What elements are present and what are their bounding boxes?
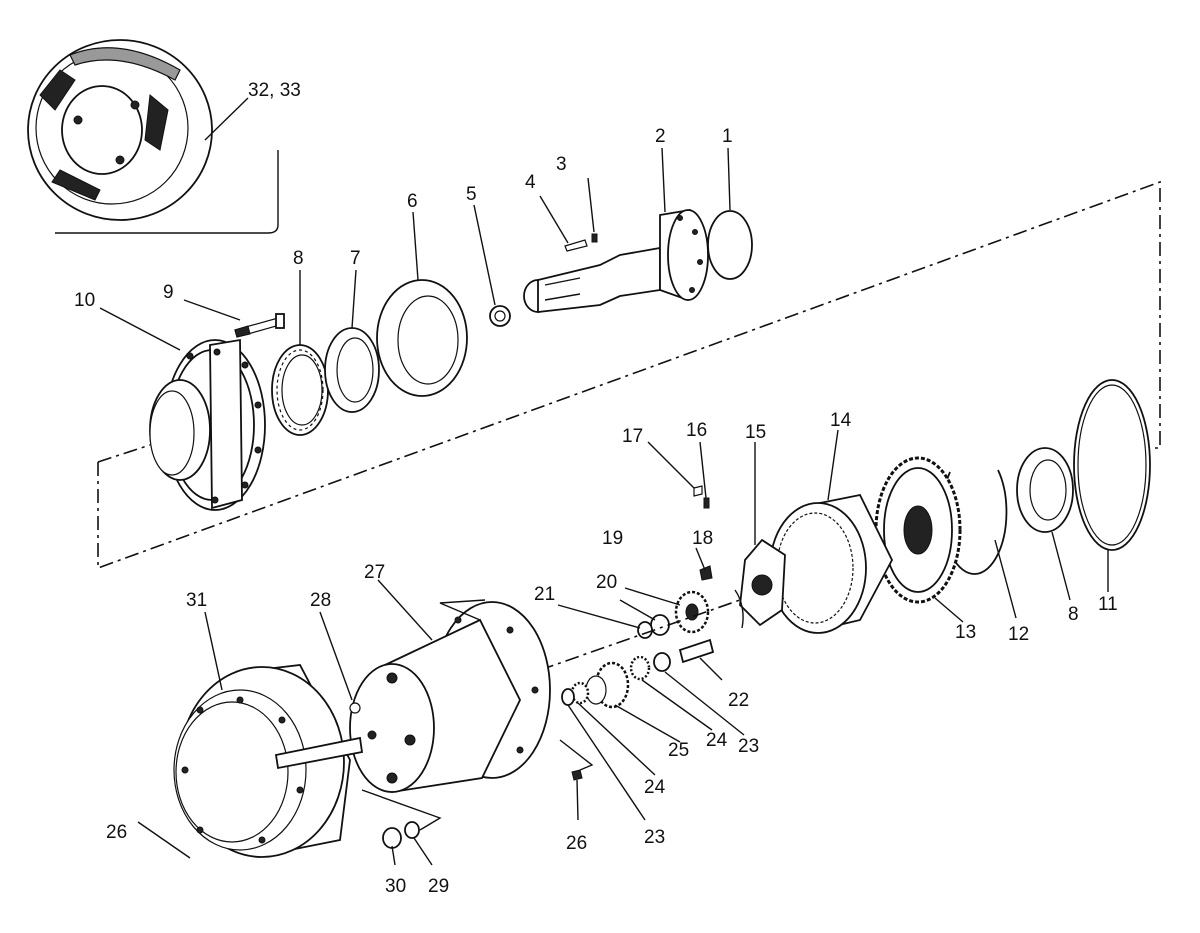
bolt-part-9 — [234, 313, 285, 338]
label-3: 3 — [556, 154, 567, 175]
ring-part-11-inner — [1077, 384, 1147, 546]
label-22: 22 — [728, 690, 749, 711]
label-8-lower: 8 — [1068, 604, 1079, 625]
spindle-part-2 — [523, 209, 709, 314]
label-2: 2 — [655, 126, 666, 147]
washer-part-29 — [404, 821, 420, 839]
washer-part-23-left — [561, 688, 575, 706]
bearing-part-8-upper — [271, 344, 329, 436]
label-4: 4 — [525, 172, 536, 193]
label-23-left: 23 — [644, 827, 665, 848]
axis-line-lower — [539, 599, 741, 671]
screw-part-4 — [564, 239, 588, 252]
screw-part-26-right — [571, 769, 583, 781]
label-28: 28 — [310, 590, 331, 611]
label-14: 14 — [830, 410, 852, 431]
shaft-part-22 — [678, 638, 715, 664]
label-24-right: 24 — [706, 730, 728, 751]
label-27: 27 — [364, 562, 385, 583]
drum-part-31 — [173, 664, 364, 858]
screw-bracket — [559, 739, 594, 771]
label-26-right: 26 — [566, 833, 587, 854]
label-12: 12 — [1008, 624, 1029, 645]
leader-lines — [99, 147, 1109, 866]
seal-part-6 — [376, 279, 468, 397]
label-5: 5 — [466, 184, 477, 205]
brake-assembly-inset — [27, 39, 213, 221]
bearing-part-24-right — [629, 655, 651, 681]
axis-line-upper-inner — [97, 444, 151, 463]
washer-part-3 — [591, 233, 598, 243]
hub-part-10 — [149, 338, 266, 511]
label-23-right: 23 — [738, 736, 759, 757]
label-9: 9 — [163, 282, 174, 303]
o-ring-part-1 — [707, 210, 753, 280]
planet-gear-part-25 — [585, 661, 630, 709]
label-6: 6 — [407, 191, 418, 212]
label-13: 13 — [955, 622, 976, 643]
label-17: 17 — [622, 426, 643, 447]
label-11: 11 — [1098, 594, 1118, 615]
label-31: 31 — [186, 590, 207, 611]
planet-gear-part-19 — [674, 589, 744, 634]
axis-line-upper — [97, 180, 1161, 570]
part-labels: 32, 33 1 2 3 4 5 6 7 8 9 10 17 16 15 14 … — [74, 80, 1118, 897]
label-20: 20 — [596, 572, 617, 593]
label-10: 10 — [74, 290, 95, 311]
label-16: 16 — [686, 420, 707, 441]
gear-part-13 — [874, 456, 962, 604]
stud-bracket — [361, 789, 442, 831]
washer-part-21 — [637, 621, 653, 639]
plug-part-28 — [349, 702, 361, 714]
label-19: 19 — [602, 528, 623, 549]
label-1: 1 — [722, 126, 733, 147]
leader-32 — [204, 97, 249, 141]
inset-frame — [55, 150, 279, 234]
bearing-part-8-lower — [1016, 447, 1074, 533]
label-26-left: 26 — [106, 822, 127, 843]
label-18: 18 — [692, 528, 713, 549]
bolt-part-17 — [693, 485, 703, 497]
race-part-7 — [324, 327, 380, 413]
housing-part-27 — [349, 599, 551, 794]
ring-gear-part-14 — [769, 493, 894, 634]
pin-part-16 — [703, 497, 710, 509]
nut-part-5 — [489, 305, 511, 327]
washer-part-23-right — [653, 652, 671, 672]
label-8-upper: 8 — [293, 248, 304, 269]
washer-part-20 — [650, 614, 670, 636]
clip-part-18 — [699, 565, 713, 581]
label-32-33: 32, 33 — [248, 80, 301, 101]
carrier-part-15 — [739, 538, 786, 627]
screw-part-26-right-shank — [576, 779, 579, 821]
label-30: 30 — [385, 876, 406, 897]
nut-part-30 — [382, 827, 402, 849]
label-7: 7 — [350, 248, 361, 269]
label-24-left: 24 — [644, 777, 666, 798]
label-25: 25 — [668, 740, 689, 761]
label-29: 29 — [428, 876, 449, 897]
label-21: 21 — [534, 584, 555, 605]
label-15: 15 — [745, 422, 766, 443]
